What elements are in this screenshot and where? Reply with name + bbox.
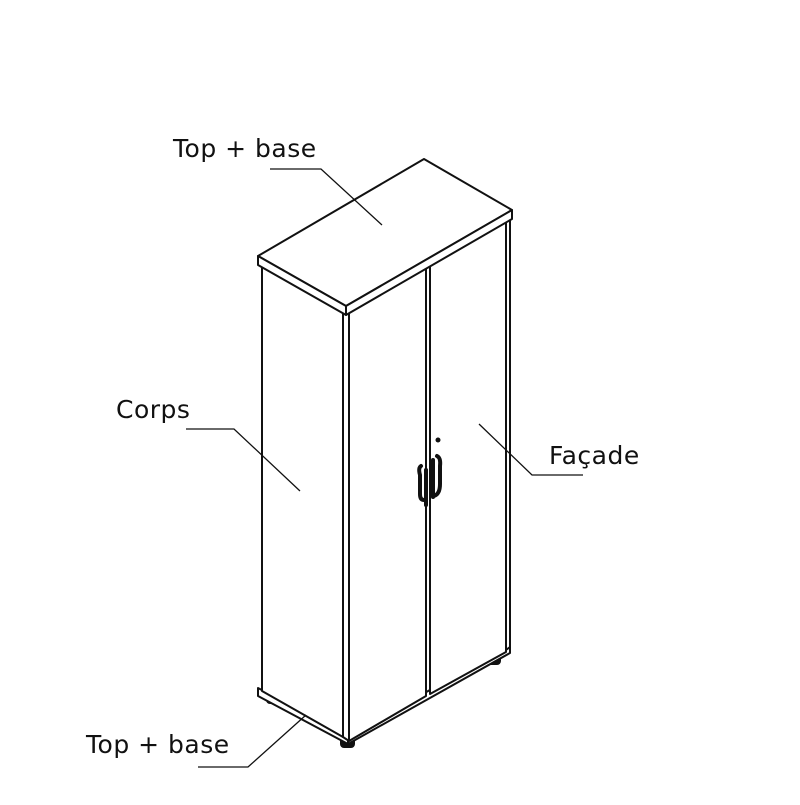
label-corps: Corps: [116, 395, 191, 424]
handle-right: [432, 454, 443, 498]
corps-side-panel: [261, 265, 344, 738]
label-top-base: Top + base: [173, 134, 317, 163]
top-plate-front-edge: [345, 209, 513, 316]
facade-door-left: [348, 265, 427, 742]
handle-left: [417, 464, 426, 502]
leader-facade: [478, 423, 583, 476]
handle-top-dot: [435, 437, 441, 443]
label-bottom-base: Top + base: [86, 730, 230, 759]
label-facade: Façade: [549, 441, 640, 470]
facade-door-right: [429, 219, 507, 695]
leader-top: [270, 168, 383, 226]
leader-corps: [186, 428, 301, 492]
leader-base: [198, 714, 307, 768]
